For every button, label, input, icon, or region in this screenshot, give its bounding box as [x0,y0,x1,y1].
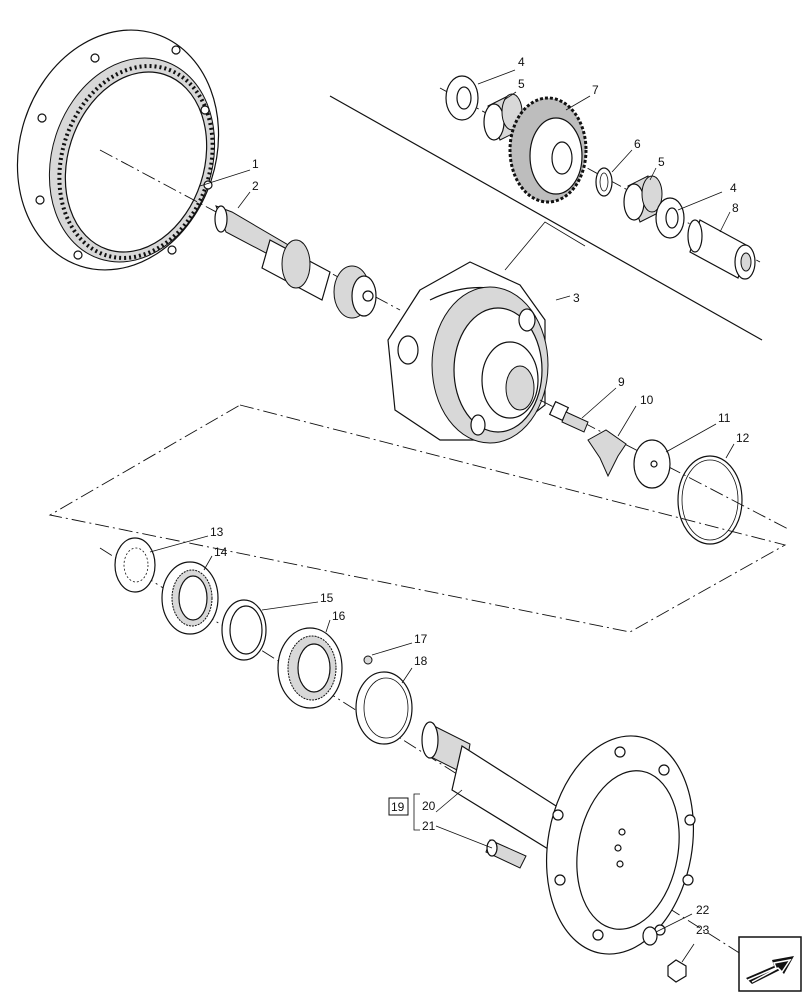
bearing-14 [161,561,219,635]
callout-17: 17 [414,632,428,646]
callout-16: 16 [332,609,346,623]
callout-labels: 1 2 3 4 5 7 6 5 4 8 9 10 11 12 13 14 15 … [210,55,750,937]
callout-5-upper: 5 [518,77,525,91]
thrust-washer-4b [655,197,685,239]
planet-gear-7 [508,96,588,204]
planet-carrier-part [387,261,549,444]
snap-ring-12 [677,455,743,545]
next-page-arrow-icon [738,936,802,992]
seal-18 [355,671,413,745]
callout-19: 19 [391,800,405,814]
bearing-16 [277,627,343,709]
callout-8: 8 [732,201,739,215]
callout-2: 2 [252,179,259,193]
callout-21: 21 [422,819,436,833]
callout-10: 10 [640,393,654,407]
nut-23 [667,959,687,983]
callout-1: 1 [252,157,259,171]
next-page-button[interactable] [738,936,802,992]
callout-9: 9 [618,375,625,389]
bolt-9 [548,400,589,433]
race-15 [221,599,267,661]
callout-20: 20 [422,799,436,813]
spline-washer-13 [114,537,156,593]
callout-13: 13 [210,525,224,539]
callout-4-lower: 4 [730,181,737,195]
callout-15: 15 [320,591,334,605]
callout-18: 18 [414,654,428,668]
callout-4-upper: 4 [518,55,525,69]
callout-14: 14 [214,545,228,559]
callout-22: 22 [696,903,710,917]
callout-7: 7 [592,83,599,97]
callout-12: 12 [736,431,750,445]
planet-pin-8 [687,219,756,280]
callout-23: 23 [696,923,710,937]
output-shaft-20 [421,721,696,955]
thrust-washer-4a [445,75,479,121]
snap-ring-6 [595,167,613,197]
retaining-washer-11 [633,439,671,489]
wheel-stud-21 [485,839,527,869]
sun-shaft-part [214,205,377,319]
callout-5-lower: 5 [658,155,665,169]
lock-plate-10 [587,429,627,478]
ring-gear-part [16,29,220,271]
callout-6: 6 [634,137,641,151]
callout-11: 11 [718,411,731,425]
grease-fitting-17 [363,655,373,665]
callout-3: 3 [573,291,580,305]
washer-22 [642,926,658,946]
